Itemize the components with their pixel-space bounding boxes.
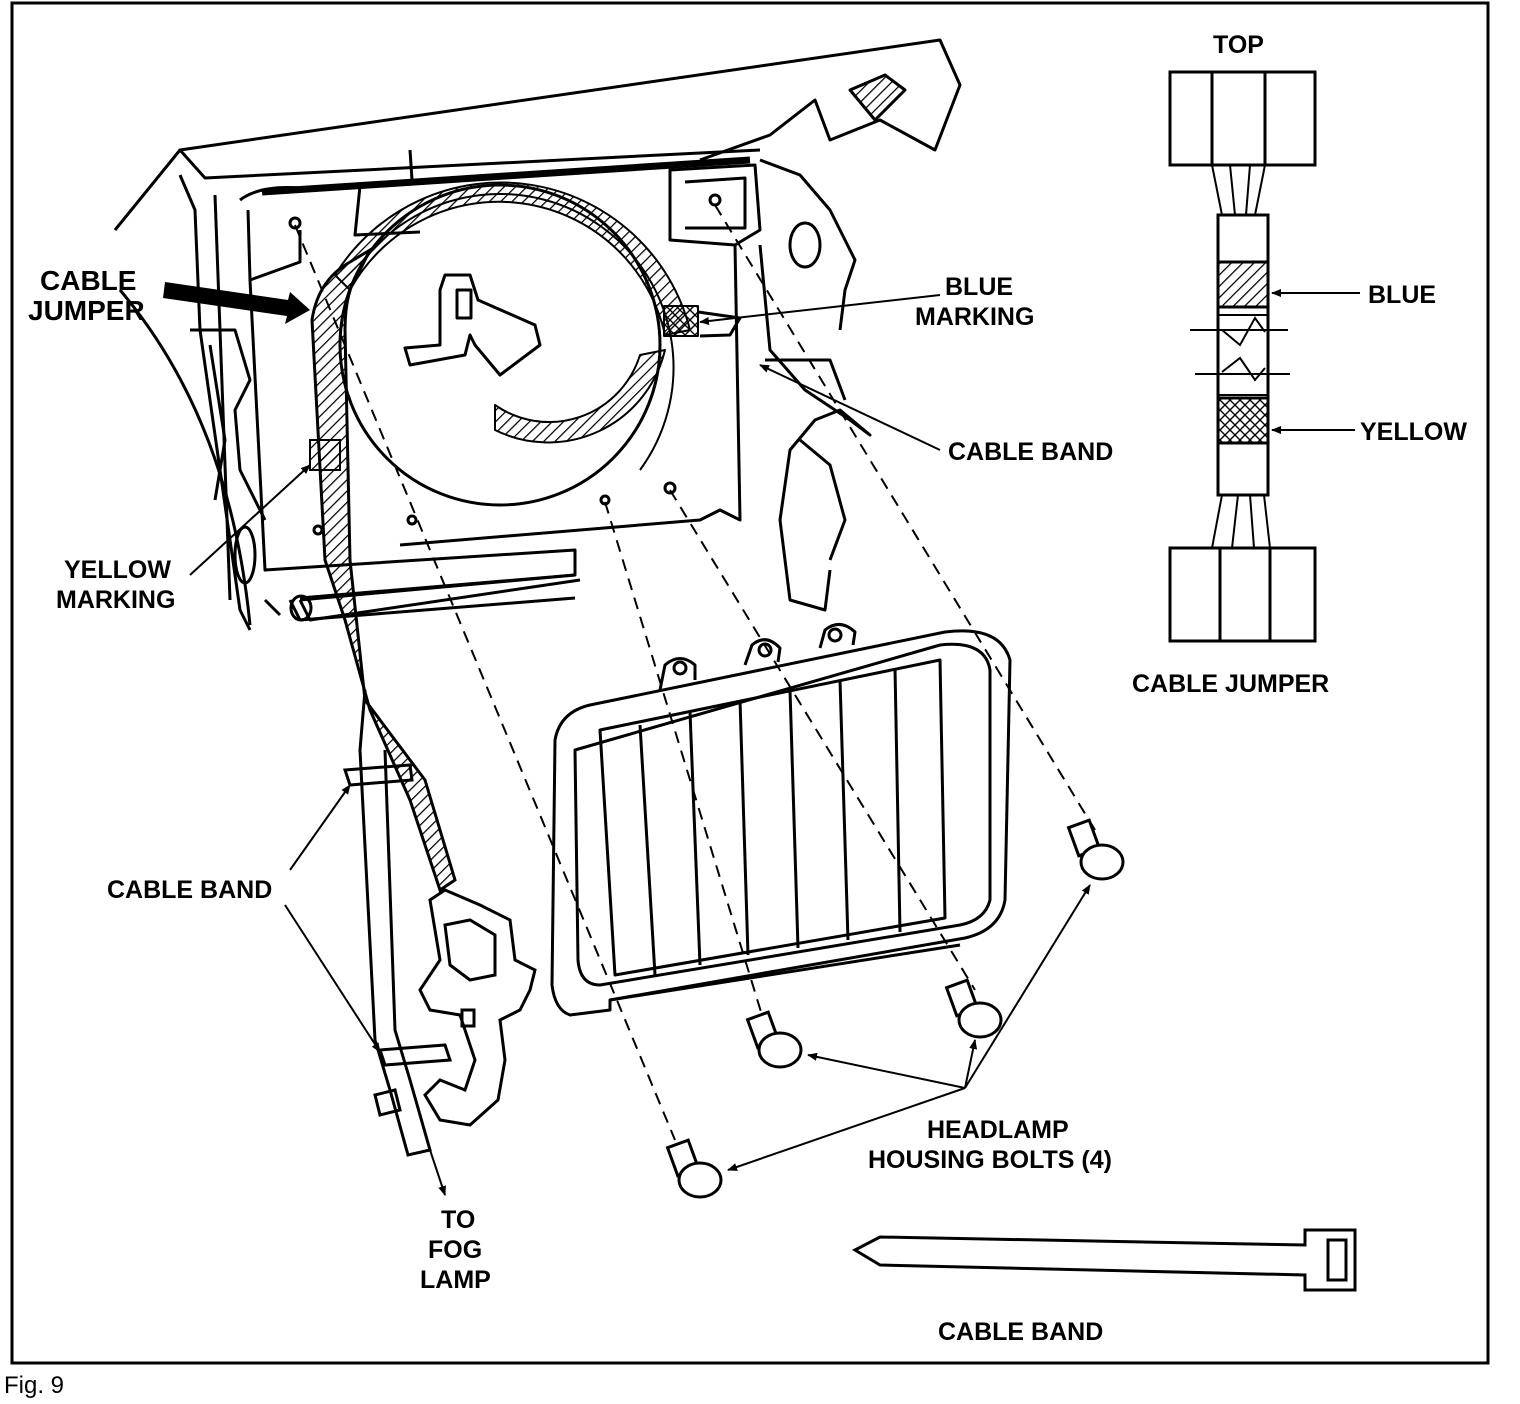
bolt-3 [745,1010,803,1069]
cable-jumper-bold-arrow [163,282,310,324]
bolt-4 [665,1138,723,1199]
cable-jumper-harness [309,246,537,1157]
bottom-connector [1168,546,1317,643]
leader-arrows [189,294,1091,1196]
figure-border [10,1,1490,1365]
label-to-fog-lamp-line2: FOG [428,1236,482,1264]
inset-label-blue: BLUE [1368,281,1436,309]
label-yellow-marking-line2: MARKING [56,586,175,614]
label-to-fog-lamp-line1: TO [441,1206,475,1234]
headlamp-housing-assembly [113,38,962,631]
bolt-2 [944,978,1003,1039]
headlamp-bolts [665,818,1125,1199]
label-cable-jumper-line1: CABLE [40,265,136,296]
label-headlamp-bolts-line1: HEADLAMP [927,1116,1069,1144]
top-connector [1168,70,1317,167]
alignment-dashed-lines [294,204,1096,1141]
bolt-1 [1066,818,1125,881]
inset-label-top: TOP [1213,31,1264,59]
label-cable-jumper-line2: JUMPER [28,295,145,326]
label-cable-band-upper: CABLE BAND [948,438,1113,466]
label-blue-marking-line2: MARKING [915,303,1034,331]
yellow-band [1216,396,1270,445]
cable-jumper-inset [1168,70,1360,643]
figure-caption: Fig. 9 [4,1372,65,1399]
label-yellow-marking-line1: YELLOW [64,556,171,584]
inset-title-cable-jumper: CABLE JUMPER [1132,670,1329,698]
headlamp-lens-housing [550,623,1012,1017]
label-cable-band-bottom: CABLE BAND [938,1318,1103,1346]
blue-band [1216,260,1270,309]
label-blue-marking-line1: BLUE [945,273,1013,301]
inset-label-yellow: YELLOW [1360,418,1467,446]
label-headlamp-bolts-line2: HOUSING BOLTS (4) [868,1146,1112,1174]
cable-band-detail [851,1228,1357,1292]
label-to-fog-lamp-line3: LAMP [420,1266,491,1294]
label-cable-band-left: CABLE BAND [107,876,272,904]
